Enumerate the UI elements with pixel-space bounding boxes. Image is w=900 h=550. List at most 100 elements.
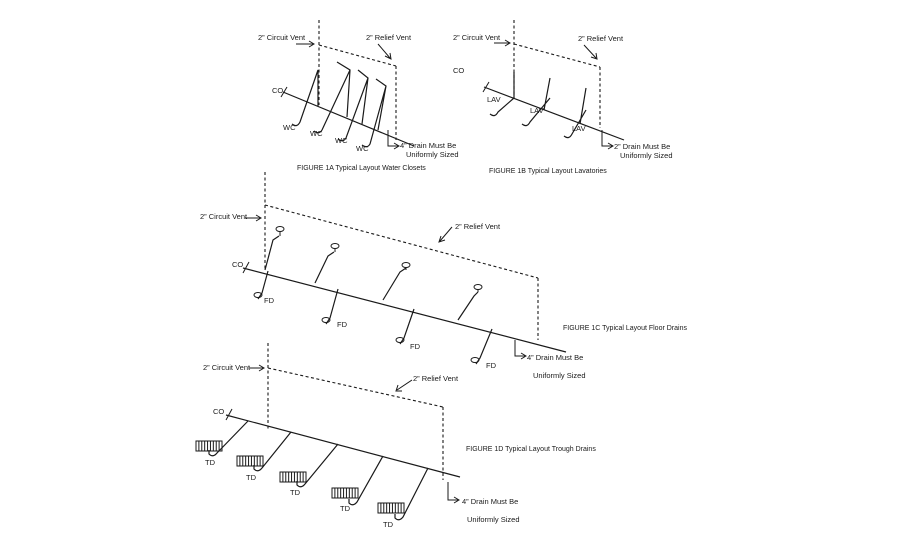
relief-vent-line — [318, 44, 397, 67]
fixture-label: TD — [383, 520, 394, 529]
drain-main — [242, 267, 567, 353]
td-branch — [253, 431, 292, 472]
fd-branch — [457, 291, 479, 321]
relief-vent-arrow — [583, 44, 598, 60]
fd-branch — [399, 308, 415, 345]
cleanout-mark — [225, 408, 233, 421]
drain-label-line1: 2” Drain Must Be — [614, 142, 670, 151]
relief-vent-line — [267, 367, 444, 408]
drain-arrow — [387, 130, 400, 150]
wc-branch — [337, 69, 369, 142]
figure-caption: FIGURE 1A Typical Layout Water Closets — [297, 165, 426, 172]
drain-main — [282, 91, 415, 147]
cleanout-mark — [242, 261, 250, 274]
figure-caption: FIGURE 1D Typical Layout Trough Drains — [466, 446, 596, 453]
fixture-label: FD — [486, 361, 497, 370]
trough-grate-icon — [195, 440, 223, 452]
relief-vent-arrow — [377, 43, 392, 60]
drain-arrow — [447, 482, 460, 504]
drain-arrow — [514, 340, 527, 360]
relief-vent-label: 2” Relief Vent — [366, 33, 412, 42]
fixture-label: TD — [340, 504, 351, 513]
floor-drain-icon — [473, 284, 483, 290]
floor-drain-icon — [395, 337, 405, 343]
circuit-vent-arrow — [296, 40, 315, 48]
drain-label-line2: Uniformly Sized — [620, 151, 673, 160]
figure-1d: 2” Circuit Vent 2” Relief Vent CO TD TD … — [195, 343, 596, 529]
fixture-label: WC — [310, 129, 323, 138]
wc-branch — [291, 69, 319, 127]
fixture-label: FD — [337, 320, 348, 329]
drain-main — [225, 414, 461, 478]
fd-branch — [257, 270, 269, 300]
fixture-label: TD — [205, 458, 216, 467]
drain-label-line2: Uniformly Sized — [467, 515, 520, 524]
wc-branch — [361, 78, 387, 148]
relief-vent-line — [264, 204, 539, 279]
trough-grate-icon — [377, 502, 405, 514]
trough-grate-icon — [331, 487, 359, 499]
trough-grate-icon — [236, 455, 264, 467]
cleanout-mark — [280, 86, 288, 98]
drain-label-line2: Uniformly Sized — [533, 371, 586, 380]
fixture-label: FD — [264, 296, 275, 305]
figure-1b: 2” Circuit Vent 2” Relief Vent CO LAV LA… — [453, 20, 673, 175]
circuit-vent-arrow — [494, 39, 511, 47]
fd-branch — [325, 288, 339, 325]
relief-vent-arrow — [438, 226, 453, 243]
lav-branch — [563, 87, 587, 139]
td-branch — [296, 443, 339, 488]
lav-branch — [489, 72, 515, 117]
fd-branch — [382, 267, 407, 301]
floor-drain-icon — [253, 292, 263, 298]
lav-branch — [521, 77, 551, 127]
wc-branch — [313, 61, 351, 134]
drain-label-line1: 4” Drain Must Be — [527, 353, 583, 362]
circuit-vent-arrow — [249, 364, 265, 372]
fixture-label: WC — [335, 136, 348, 145]
td-branch — [208, 420, 249, 457]
cleanout-label: CO — [232, 260, 243, 269]
drain-label-line1: 4” Drain Must Be — [400, 141, 456, 150]
figure-caption: FIGURE 1C Typical Layout Floor Drains — [563, 325, 687, 332]
fixture-label: TD — [246, 473, 257, 482]
relief-vent-label: 2” Relief Vent — [413, 374, 459, 383]
floor-drain-icon — [330, 243, 340, 249]
fd-branch — [314, 251, 335, 284]
td-branch — [348, 455, 384, 506]
floor-drain-icon — [470, 357, 480, 363]
circuit-vent-label: 2” Circuit Vent — [200, 212, 248, 221]
drain-main — [483, 86, 625, 141]
trough-grate-icon — [279, 471, 307, 483]
drain-arrow — [601, 130, 614, 150]
cleanout-label: CO — [213, 407, 224, 416]
figure-caption: FIGURE 1B Typical Layout Lavatories — [489, 168, 607, 175]
figure-1a: 2” Circuit Vent 2” Relief Vent CO WC WC … — [258, 20, 459, 172]
relief-vent-label: 2” Relief Vent — [578, 34, 624, 43]
relief-vent-line — [513, 43, 601, 68]
relief-vent-arrow — [395, 379, 413, 392]
drain-label-line2: Uniformly Sized — [406, 150, 459, 159]
fixture-label: TD — [290, 488, 301, 497]
fixture-label: FD — [410, 342, 421, 351]
cleanout-label: CO — [453, 66, 464, 75]
cleanout-mark — [482, 81, 490, 93]
fixture-label: LAV — [487, 95, 501, 104]
circuit-vent-label: 2” Circuit Vent — [203, 363, 251, 372]
fixture-label: WC — [283, 123, 296, 132]
fixture-label: LAV — [572, 124, 586, 133]
circuit-vent-arrow — [245, 214, 262, 222]
fixture-label: LAV — [530, 106, 544, 115]
floor-drain-icon — [321, 317, 331, 323]
cleanout-label: CO — [272, 86, 283, 95]
drain-label-line1: 4” Drain Must Be — [462, 497, 518, 506]
fd-branch — [264, 235, 280, 271]
figure-1c: 2” Circuit Vent 2” Relief Vent CO FD FD … — [200, 172, 687, 380]
circuit-vent-label: 2” Circuit Vent — [258, 33, 306, 42]
td-branch — [394, 467, 429, 521]
floor-drain-icon — [275, 226, 285, 232]
circuit-vent-label: 2” Circuit Vent — [453, 33, 501, 42]
relief-vent-label: 2” Relief Vent — [455, 222, 501, 231]
floor-drain-icon — [401, 262, 411, 268]
